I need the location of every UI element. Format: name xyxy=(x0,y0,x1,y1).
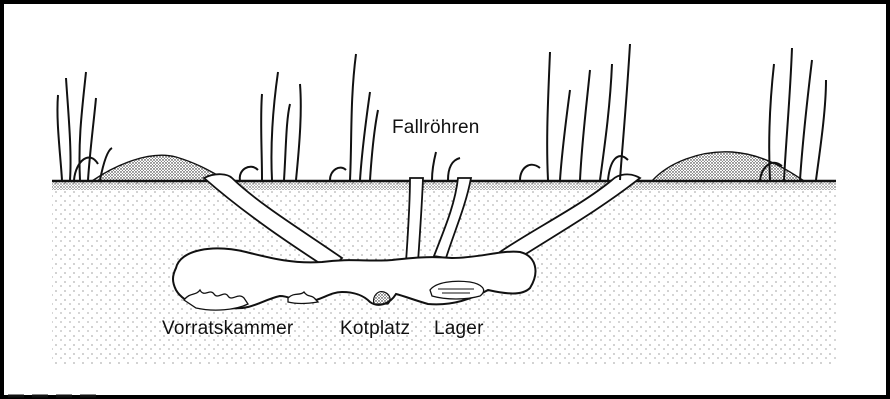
nest-bedding xyxy=(430,281,484,299)
reed-clump-center-left xyxy=(240,72,301,180)
reed-clump-center-right xyxy=(520,44,630,180)
label-kotplatz: Kotplatz xyxy=(340,318,410,340)
dung-pile xyxy=(374,292,390,304)
label-vorratskammer: Vorratskammer xyxy=(162,318,293,340)
reed-clump-left xyxy=(57,72,112,180)
reed-clump-right xyxy=(760,48,826,180)
label-fallroehren: Fallröhren xyxy=(392,117,480,139)
label-lager: Lager xyxy=(434,318,484,340)
